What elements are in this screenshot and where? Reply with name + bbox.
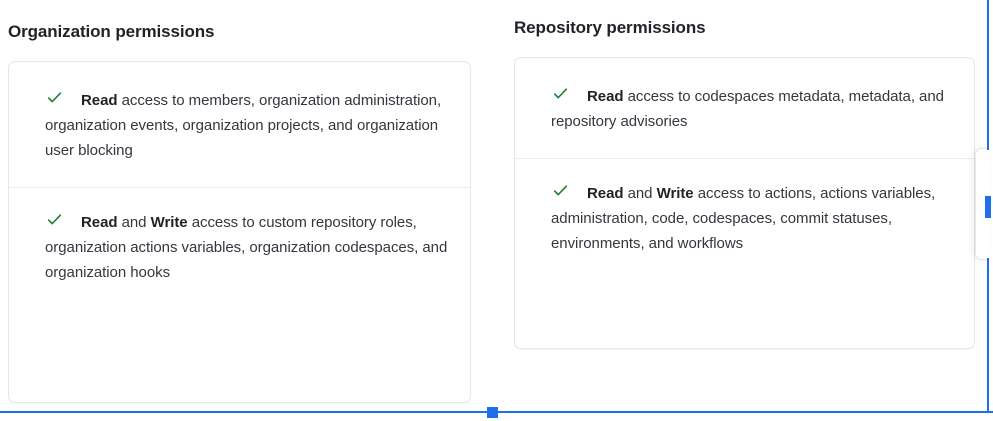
organization-permissions-list: Read access to members, organization adm… (9, 62, 470, 309)
selection-edge-right[interactable] (987, 258, 989, 411)
permission-conjunction: and (117, 214, 151, 232)
permission-detail: access to members, organization administ… (45, 92, 442, 160)
permission-level-read: Read (81, 214, 118, 232)
permission-item: Read access to members, organization adm… (9, 62, 470, 187)
selection-handle-bottom[interactable] (487, 407, 498, 418)
permission-level-read: Read (81, 92, 118, 110)
organization-permissions-title: Organization permissions (8, 22, 215, 41)
permission-detail: access to codespaces metadata, metadata,… (551, 88, 944, 131)
permission-text: Read and Write access to custom reposito… (45, 210, 448, 285)
permission-text: Read and Write access to actions, action… (551, 181, 952, 256)
repository-permissions-column: Repository permissions Read access to co… (514, 0, 975, 350)
organization-permissions-card: Read access to members, organization adm… (8, 61, 471, 404)
selection-handle-right[interactable] (985, 196, 991, 218)
permission-conjunction: and (623, 185, 657, 203)
permission-level-write: Write (150, 214, 188, 232)
organization-permissions-column: Organization permissions Read access to … (8, 0, 471, 404)
permission-level-read: Read (587, 185, 624, 203)
permission-level-read: Read (587, 88, 624, 106)
permission-item: Read and Write access to custom reposito… (9, 187, 470, 309)
permission-item: Read access to codespaces metadata, meta… (515, 58, 974, 158)
check-icon (47, 214, 62, 225)
check-icon (553, 185, 568, 196)
permission-detail: access to custom repository roles, organ… (45, 214, 448, 282)
right-edge-panel-sliver (975, 148, 989, 260)
repository-permissions-card: Read access to codespaces metadata, meta… (514, 57, 975, 350)
repository-permissions-title: Repository permissions (514, 18, 706, 37)
check-icon (47, 92, 62, 103)
permission-text: Read access to members, organization adm… (45, 88, 448, 163)
check-icon (553, 88, 568, 99)
permission-text: Read access to codespaces metadata, meta… (551, 84, 952, 134)
repository-permissions-list: Read access to codespaces metadata, meta… (515, 58, 974, 280)
selection-edge-right[interactable] (987, 0, 989, 150)
permission-detail: access to actions, actions variables, ad… (551, 185, 936, 253)
permission-item: Read and Write access to actions, action… (515, 158, 974, 280)
permission-level-write: Write (656, 185, 694, 203)
